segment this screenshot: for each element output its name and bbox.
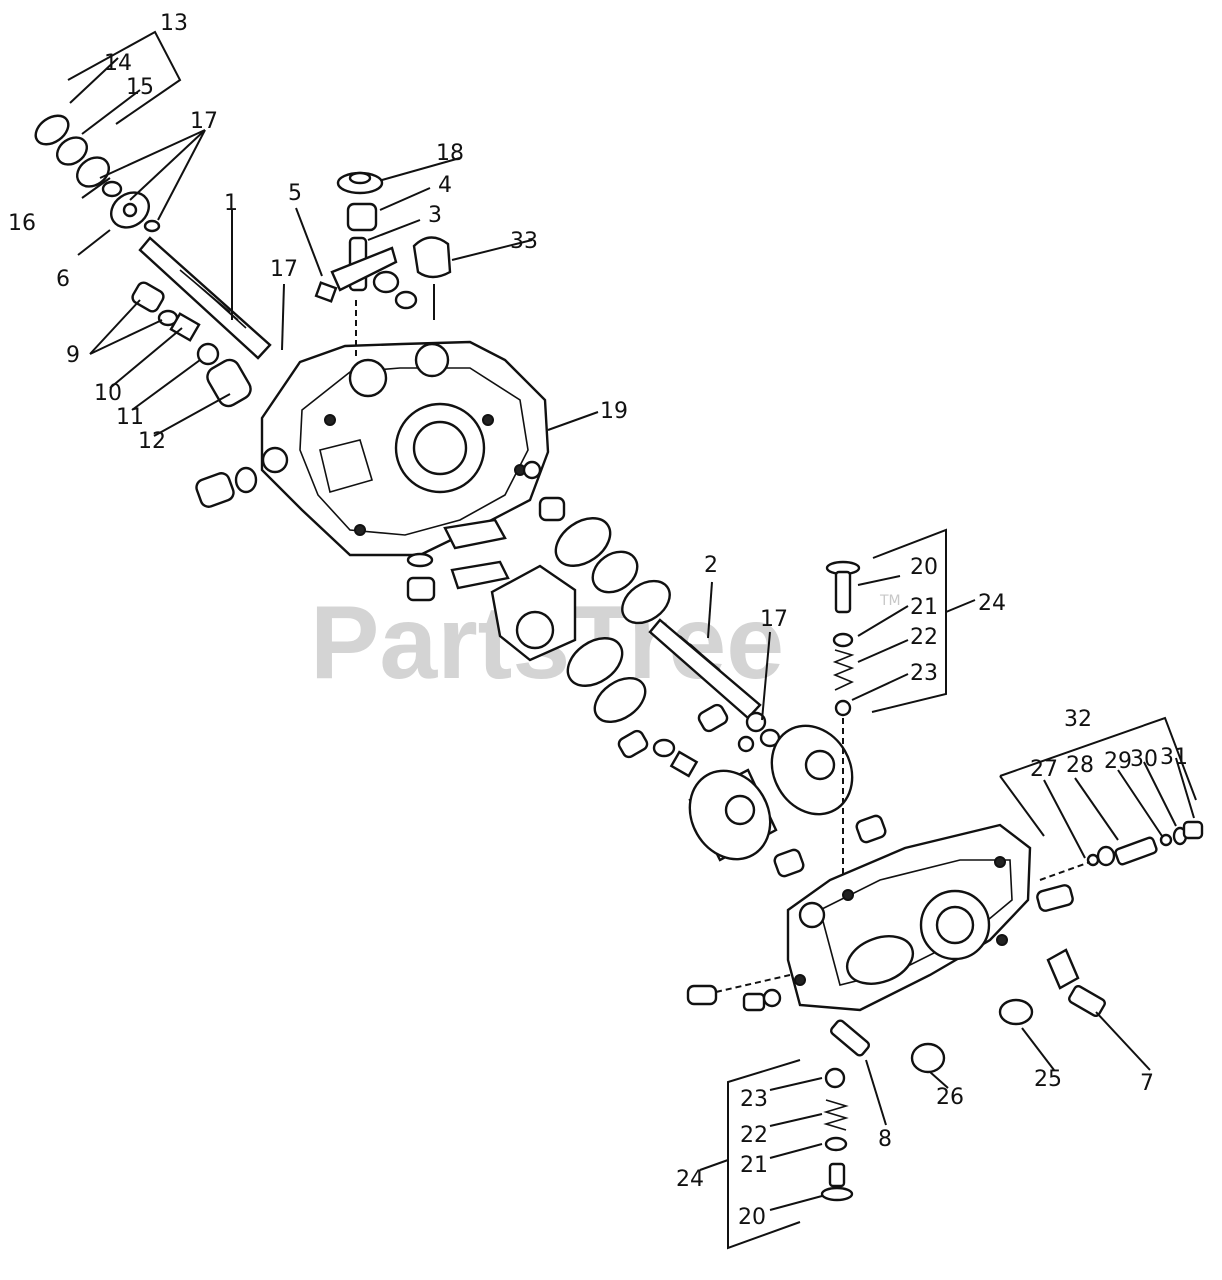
callout-24b: 24 [676, 1167, 704, 1192]
callout-31: 31 [1160, 745, 1188, 770]
watermark-trademark: TM [879, 593, 901, 609]
callout-20a: 20 [910, 555, 938, 580]
check-valve-lower [820, 1067, 854, 1202]
callout-21b: 21 [740, 1153, 768, 1178]
check-valve-upper [825, 560, 861, 880]
relief-valve [1039, 820, 1204, 881]
leader-lines [67, 30, 1197, 1250]
left-valve-parts [131, 281, 258, 508]
callout-10: 10 [94, 381, 122, 406]
lower-housing [786, 823, 1032, 1012]
callout-32: 32 [1064, 707, 1092, 732]
callout-12: 12 [138, 429, 166, 454]
callout-22b: 22 [740, 1123, 768, 1148]
callout-17a: 17 [190, 109, 218, 134]
callout-21a: 21 [910, 595, 938, 620]
callout-23a: 23 [910, 661, 938, 686]
callout-15: 15 [126, 75, 154, 100]
housing-fittings [686, 884, 1106, 1074]
callout-33: 33 [510, 229, 538, 254]
callout-28: 28 [1066, 753, 1094, 778]
callout-19: 19 [600, 399, 628, 424]
callout-8: 8 [878, 1127, 892, 1152]
callout-17b: 17 [270, 257, 298, 282]
callout-4: 4 [438, 173, 452, 198]
callout-17c: 17 [760, 607, 788, 632]
callout-13: 13 [160, 11, 188, 36]
callout-9: 9 [66, 343, 80, 368]
callout-23b: 23 [740, 1087, 768, 1112]
callout-18: 18 [436, 141, 464, 166]
callout-27: 27 [1030, 757, 1058, 782]
output-shaft [617, 618, 781, 778]
callout-22a: 22 [910, 625, 938, 650]
trunnion-parts [314, 171, 452, 360]
callout-26: 26 [936, 1085, 964, 1110]
callout-labels: 13 14 15 17 16 6 1 5 17 18 4 3 33 9 10 1… [8, 11, 1188, 1230]
callout-20b: 20 [738, 1205, 766, 1230]
input-shaft [138, 236, 272, 360]
callout-6: 6 [56, 267, 70, 292]
callout-29: 29 [1104, 749, 1132, 774]
cylinder-blocks [688, 724, 887, 878]
seal-stack [34, 114, 161, 233]
callout-16: 16 [8, 211, 36, 236]
swash-plate-group [406, 460, 671, 724]
upper-housing [260, 340, 550, 557]
callout-11: 11 [116, 405, 144, 430]
callout-14: 14 [104, 51, 132, 76]
callout-3: 3 [428, 203, 442, 228]
callout-1: 1 [224, 191, 238, 216]
callout-24a: 24 [978, 591, 1006, 616]
callout-25: 25 [1034, 1067, 1062, 1092]
callout-30: 30 [1130, 747, 1158, 772]
callout-2: 2 [704, 553, 718, 578]
callout-5: 5 [288, 181, 302, 206]
callout-7: 7 [1140, 1071, 1154, 1096]
